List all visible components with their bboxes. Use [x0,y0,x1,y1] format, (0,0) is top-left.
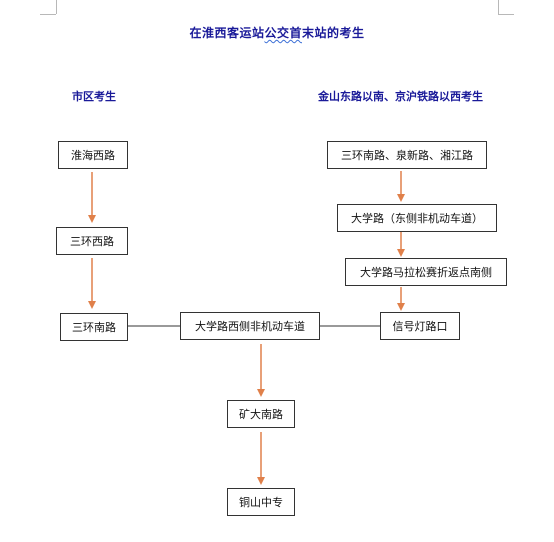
page-corner-mark-left [56,0,57,14]
node-daxue-east-lane: 大学路（东侧非机动车道） [337,204,497,232]
page-corner-mark-right [498,14,514,15]
node-kuangda-south-road: 矿大南路 [227,400,295,428]
node-marathon-turnaround: 大学路马拉松赛折返点南侧 [345,258,507,286]
diagram-title: 在淮西客运站公交首末站的考生 [0,24,554,41]
right-column-heading: 金山东路以南、京沪铁路以西考生 [318,90,483,103]
node-right-start-roads: 三环南路、泉新路、湘江路 [327,141,487,169]
page-corner-mark-right [498,0,499,14]
node-tongshan-school: 铜山中专 [227,488,295,516]
title-part-3: 末站的考生 [302,26,365,40]
page-corner-mark-left [40,14,56,15]
left-column-heading: 市区考生 [72,90,116,103]
node-huaihai-west-road: 淮海西路 [58,141,128,169]
node-sanhuan-south-road-left: 三环南路 [60,313,128,341]
title-part-1: 在淮西客运站 [189,26,265,40]
node-daxue-west-lane: 大学路西侧非机动车道 [180,312,320,340]
node-sanhuan-west-road: 三环西路 [56,227,128,255]
node-signal-intersection: 信号灯路口 [380,312,460,340]
title-part-2: 公交首 [264,26,302,40]
